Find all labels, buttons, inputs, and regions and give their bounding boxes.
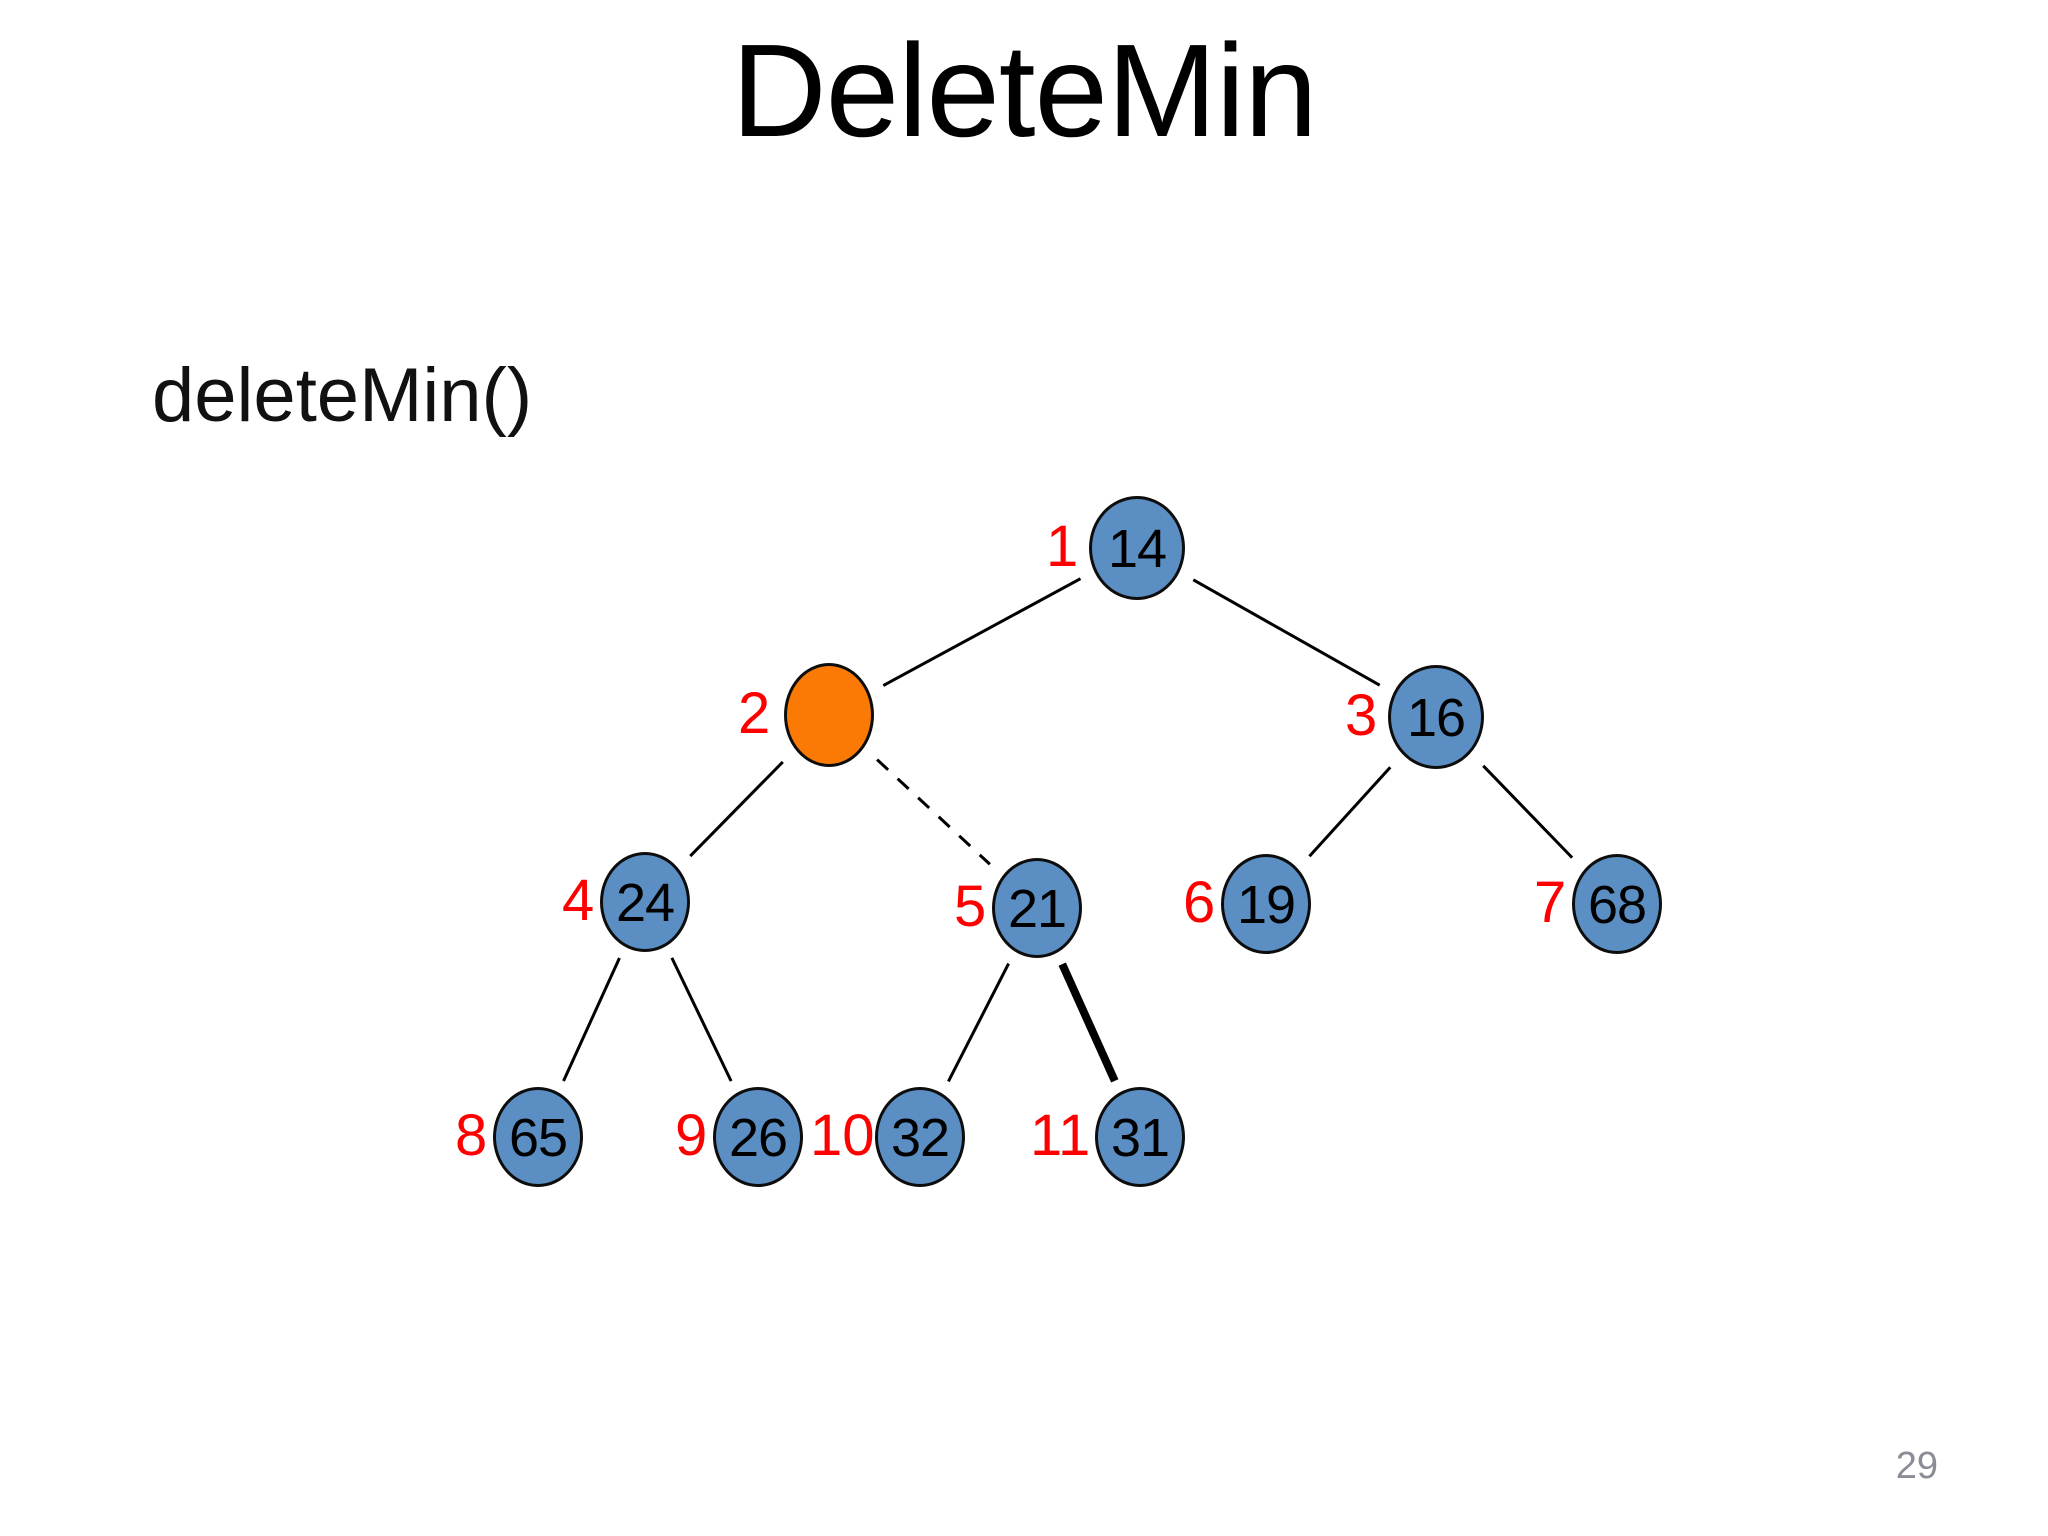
tree-node-value: 19 bbox=[1236, 875, 1296, 935]
tree-node-6[interactable]: 19 bbox=[1221, 854, 1311, 954]
tree-node-value: 68 bbox=[1587, 875, 1647, 935]
tree-node-5[interactable]: 21 bbox=[992, 858, 1082, 958]
tree-node-8[interactable]: 65 bbox=[493, 1087, 583, 1187]
tree-node-index-1: 1 bbox=[1046, 514, 1079, 579]
tree-node-value: 14 bbox=[1107, 519, 1167, 579]
tree-node-3[interactable]: 16 bbox=[1388, 665, 1484, 769]
tree-node-index-6: 6 bbox=[1183, 870, 1216, 935]
tree-edge bbox=[947, 962, 1010, 1083]
tree-edge bbox=[670, 957, 733, 1082]
tree-node-index-5: 5 bbox=[954, 874, 987, 939]
tree-node-4[interactable]: 24 bbox=[600, 852, 690, 952]
tree-node-index-2: 2 bbox=[738, 681, 771, 746]
tree-node-10[interactable]: 32 bbox=[875, 1087, 965, 1187]
tree-node-value: 21 bbox=[1007, 879, 1067, 939]
tree-node-index-4: 4 bbox=[562, 868, 595, 933]
page-number: 29 bbox=[1895, 1445, 1938, 1487]
tree-edge bbox=[689, 760, 784, 858]
tree-edge bbox=[562, 957, 621, 1082]
tree-node-7[interactable]: 68 bbox=[1572, 854, 1662, 954]
tree-node-index-10: 10 bbox=[810, 1103, 875, 1168]
tree-node-index-3: 3 bbox=[1345, 683, 1378, 748]
tree-node-index-8: 8 bbox=[455, 1103, 488, 1168]
tree-edge bbox=[1058, 962, 1119, 1083]
tree-node-2[interactable] bbox=[784, 663, 874, 767]
tree-node-value: 24 bbox=[615, 873, 675, 933]
tree-node-value: 31 bbox=[1110, 1108, 1170, 1168]
tree-node-1[interactable]: 14 bbox=[1089, 496, 1185, 600]
tree-node-11[interactable]: 31 bbox=[1095, 1087, 1185, 1187]
tree-node-9[interactable]: 26 bbox=[713, 1087, 803, 1187]
tree-node-index-7: 7 bbox=[1534, 870, 1567, 935]
operation-label: deleteMin() bbox=[152, 353, 533, 438]
tree-node-index-11: 11 bbox=[1030, 1103, 1091, 1168]
tree-node-value: 32 bbox=[890, 1108, 950, 1168]
tree-node-value: 26 bbox=[728, 1108, 788, 1168]
tree-edge bbox=[1482, 764, 1574, 859]
tree-edge bbox=[876, 758, 991, 866]
page-title: DeleteMin bbox=[731, 17, 1317, 164]
tree-edge bbox=[882, 577, 1082, 687]
tree-edge bbox=[1308, 766, 1392, 858]
tree-node-index-9: 9 bbox=[675, 1103, 708, 1168]
tree-node-value: 16 bbox=[1406, 688, 1466, 748]
tree-edge bbox=[1192, 578, 1381, 687]
tree-node-value: 65 bbox=[508, 1108, 568, 1168]
